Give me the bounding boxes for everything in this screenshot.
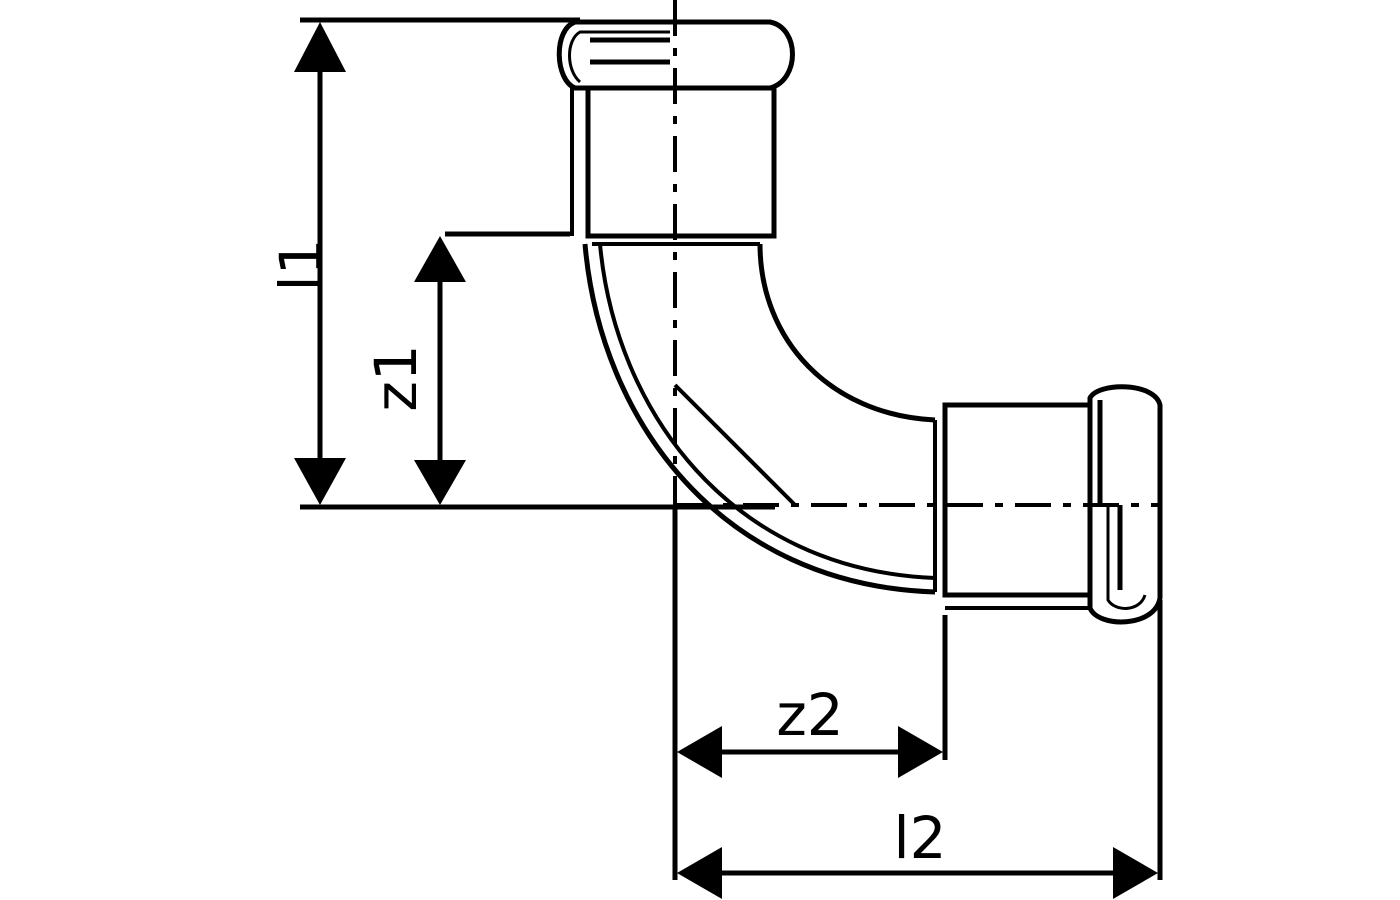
top-bead-inner bbox=[568, 30, 670, 84]
bend-outer-arc-inner bbox=[598, 243, 936, 580]
right-socket-body bbox=[942, 402, 1093, 598]
l1-arrow-top bbox=[294, 22, 346, 72]
z2-arrow-right bbox=[898, 726, 943, 778]
bend-outer-arc bbox=[582, 243, 936, 595]
dimension-l1: l1 bbox=[267, 17, 775, 510]
bend-inner-arc bbox=[757, 243, 936, 423]
z2-arrow-left bbox=[677, 726, 722, 778]
top-socket-body bbox=[585, 85, 777, 239]
right-socket bbox=[933, 384, 1163, 625]
l2-label: l2 bbox=[893, 804, 946, 872]
dimension-z2: z2 bbox=[672, 505, 948, 880]
l2-arrow-right bbox=[1113, 847, 1158, 899]
z1-label: z1 bbox=[362, 344, 430, 411]
elbow-bend bbox=[582, 243, 936, 595]
top-press-bead bbox=[556, 19, 795, 91]
l2-arrow-left bbox=[677, 847, 722, 899]
right-bead-inner bbox=[1106, 505, 1147, 610]
section-hatch-line bbox=[673, 383, 797, 507]
top-socket bbox=[556, 19, 795, 246]
z1-arrow-bottom bbox=[414, 460, 466, 505]
right-press-bead bbox=[1087, 384, 1163, 625]
z1-arrow-top bbox=[414, 236, 466, 282]
dimension-z1: z1 bbox=[362, 231, 570, 505]
l1-arrow-bottom bbox=[294, 458, 346, 505]
l1-label: l1 bbox=[267, 238, 335, 291]
z2-label: z2 bbox=[776, 681, 843, 749]
dimension-l2: l2 bbox=[677, 600, 1163, 899]
